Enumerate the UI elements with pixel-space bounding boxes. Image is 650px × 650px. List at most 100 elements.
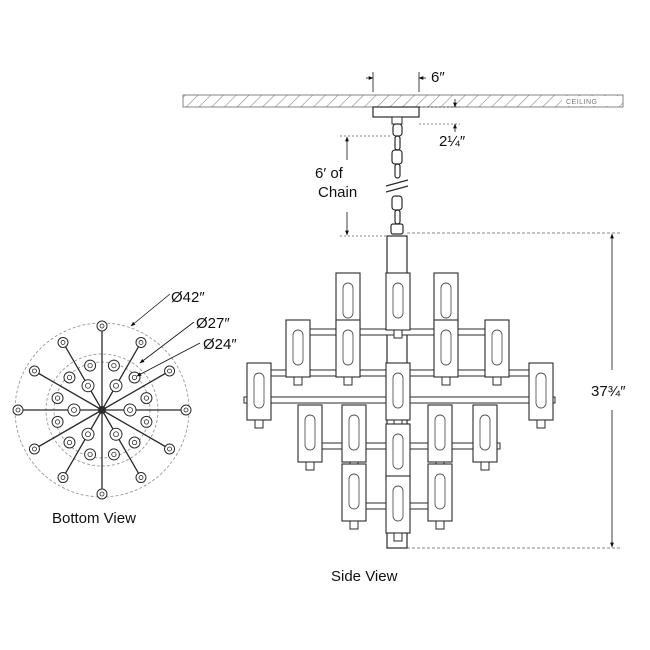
shade-11 <box>297 404 323 471</box>
shade-13-glass <box>427 404 453 463</box>
shade-5-socket <box>343 376 353 386</box>
mid-holder-11 <box>128 371 141 384</box>
mid-holder-dot-10 <box>111 362 117 369</box>
inner-holder-5 <box>81 379 95 393</box>
inner-holder-4 <box>67 403 81 417</box>
mid-holder-dot-1 <box>143 419 150 425</box>
mid-holder-4 <box>84 448 97 461</box>
ceiling: CEILING <box>182 94 624 108</box>
mid-holder-6 <box>51 415 64 428</box>
dia-outer-label: Ø42″ <box>171 289 205 306</box>
shade-15-bulb <box>392 433 404 470</box>
inner-holder-dot-2 <box>113 431 119 438</box>
shade-16-socket <box>349 520 359 530</box>
outer-holder-dot-10 <box>99 323 105 329</box>
shade-18-glass <box>385 475 411 534</box>
shade-17-bulb <box>434 473 446 510</box>
shade-13-bulb <box>434 414 446 451</box>
shade-2-socket <box>393 329 403 339</box>
dim-overall-height: 37¾″ <box>407 232 626 549</box>
shade-8-bulb <box>392 372 404 409</box>
shade-17-glass <box>427 463 453 522</box>
shade-4-socket <box>293 376 303 386</box>
shade-9-bulb <box>253 372 265 409</box>
radial-arm-5 <box>62 409 103 478</box>
mid-holder-12 <box>140 392 153 405</box>
side-view-chandelier <box>243 235 556 549</box>
shade-18 <box>385 475 411 542</box>
mid-holder-9 <box>84 359 97 372</box>
shade-10-glass <box>528 362 554 421</box>
outer-holder-dot-12 <box>167 368 172 374</box>
shade-12-glass <box>341 404 367 463</box>
dim-canopy-height-label: 2¼″ <box>439 133 466 150</box>
shade-4 <box>285 319 311 386</box>
outer-holder-dot-9 <box>60 340 66 345</box>
inner-holder-3 <box>81 427 95 441</box>
canopy-loop <box>391 116 403 125</box>
shade-6-glass <box>433 319 459 378</box>
mid-holder-dot-3 <box>111 451 117 458</box>
shade-6-socket <box>441 376 451 386</box>
outer-holder-8 <box>28 365 40 377</box>
shade-10-bulb <box>535 372 547 409</box>
chain <box>385 123 409 235</box>
shade-15-glass <box>385 423 411 482</box>
mid-holder-dot-9 <box>87 362 93 369</box>
outer-holder-dot-7 <box>15 407 21 413</box>
dia-inner-label: Ø24″ <box>203 336 237 353</box>
mid-holder-1 <box>140 415 153 428</box>
dim-chain-label-2: Chain <box>318 184 357 201</box>
shade-9 <box>246 362 272 429</box>
outer-holder-5 <box>57 472 69 484</box>
shade-5-bulb <box>342 329 354 366</box>
outer-holder-10 <box>96 320 108 332</box>
outer-holder-4 <box>96 488 108 500</box>
diameter-labels: Ø42″ Ø27″ Ø24″ <box>130 289 237 377</box>
shade-11-socket <box>305 461 315 471</box>
outer-holder-6 <box>28 443 40 455</box>
dim-canopy-height: 2¼″ <box>419 99 466 150</box>
center-hub <box>98 406 106 414</box>
shade-11-bulb <box>304 414 316 451</box>
shade-17 <box>427 463 453 530</box>
shade-7-glass <box>484 319 510 378</box>
dim-chain: 6′ of Chain <box>315 135 392 237</box>
outer-holder-dot-2 <box>167 446 172 452</box>
inner-holder-6 <box>109 379 123 393</box>
dim-canopy-width-label: 6″ <box>431 69 445 86</box>
shade-10 <box>528 362 554 429</box>
shade-18-bulb <box>392 485 404 522</box>
ceiling-label-bg <box>562 96 620 106</box>
caption-bottom-view: Bottom View <box>52 510 136 527</box>
inner-holder-dot-1 <box>127 407 133 413</box>
shade-18-socket <box>393 532 403 542</box>
ceiling-label: CEILING <box>566 99 598 106</box>
outer-holder-9 <box>57 336 69 348</box>
outer-holder-dot-4 <box>99 491 105 497</box>
shade-6-bulb <box>440 329 452 366</box>
canopy <box>372 106 420 125</box>
radial-arm-2 <box>101 409 170 450</box>
radial-arm-12 <box>101 370 170 411</box>
shade-13 <box>427 404 453 471</box>
shade-17-socket <box>435 520 445 530</box>
radial-arm-3 <box>101 409 142 478</box>
shade-7 <box>484 319 510 386</box>
mid-holder-dot-12 <box>143 395 150 401</box>
shade-16 <box>341 463 367 530</box>
outer-holder-dot-8 <box>32 368 37 374</box>
dim-canopy-width: 6″ <box>366 69 445 92</box>
inner-holder-dot-3 <box>85 431 91 438</box>
shade-10-socket <box>536 419 546 429</box>
shade-14 <box>472 404 498 471</box>
canopy-plate <box>372 106 420 118</box>
outer-holder-dot-1 <box>183 407 189 413</box>
outer-holder-dot-3 <box>138 475 144 480</box>
mid-holder-dot-5 <box>66 439 73 446</box>
outer-holder-1 <box>180 404 192 416</box>
outer-holder-dot-6 <box>32 446 37 452</box>
radial-arm-8 <box>34 370 103 411</box>
shade-9-socket <box>254 419 264 429</box>
mid-holder-dot-11 <box>131 374 138 381</box>
